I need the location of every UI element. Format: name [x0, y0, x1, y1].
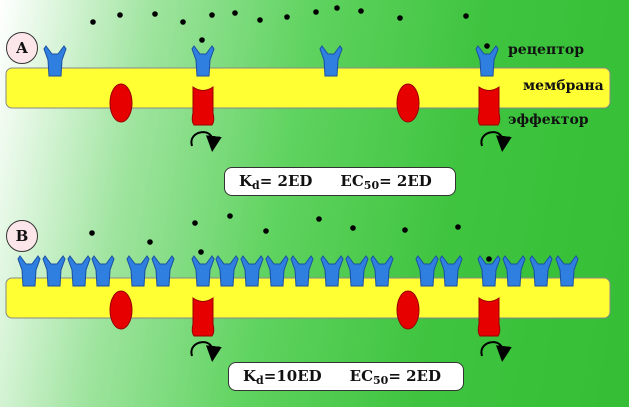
ligand-dot [257, 17, 263, 23]
ligand-dot [350, 225, 356, 231]
receptor [43, 45, 67, 77]
receptor [502, 255, 526, 287]
receptor [320, 255, 344, 287]
ligand-dot [316, 216, 322, 222]
ec50-term-b: EC50= 2ED [349, 366, 441, 387]
ligand-dot [358, 8, 364, 14]
receptor [151, 255, 175, 287]
signal-arrows [190, 131, 512, 362]
receptor [345, 255, 369, 287]
membranes [5, 67, 611, 319]
effector-label: эффектор [508, 112, 589, 128]
receptor [126, 255, 150, 287]
signal-arrow [190, 341, 222, 362]
receptors [17, 45, 579, 287]
ligand-dot [455, 224, 461, 230]
receptor [17, 255, 41, 287]
effectors [109, 83, 501, 337]
ligand-dot [90, 19, 96, 25]
receptor [290, 255, 314, 287]
effector [109, 290, 133, 330]
ligand-dot [263, 228, 269, 234]
signal-arrow [480, 131, 512, 152]
effector [396, 83, 420, 123]
receptor [477, 255, 501, 287]
ligand-dot [198, 249, 204, 255]
receptor [415, 255, 439, 287]
receptor [370, 255, 394, 287]
kd-term-b: Kd=10ED [243, 366, 322, 387]
ligand-dot [486, 256, 492, 262]
ligand-dot [402, 227, 408, 233]
ligand-dot [397, 15, 403, 21]
receptor [439, 255, 463, 287]
receptor [265, 255, 289, 287]
signal-arrow [190, 131, 222, 152]
kd-term-a: Kd= 2ED [239, 171, 313, 192]
panel-label-b: В [6, 220, 38, 252]
ligand-dot [484, 43, 490, 49]
formula-box-b: Kd=10ED EC50= 2ED [228, 362, 464, 391]
receptor [555, 255, 579, 287]
receptor [475, 45, 499, 77]
active-effector [477, 86, 501, 126]
ligand-dot [192, 220, 198, 226]
ligand-dot [199, 37, 205, 43]
active-effector [191, 297, 215, 337]
receptor [240, 255, 264, 287]
receptor-label: рецептор [508, 42, 584, 58]
receptor [91, 255, 115, 287]
active-effector [477, 297, 501, 337]
receptor [529, 255, 553, 287]
receptor [42, 255, 66, 287]
receptor [191, 45, 215, 77]
ligand-dot [227, 213, 233, 219]
ligand-dot [284, 14, 290, 20]
active-effector [191, 86, 215, 126]
receptor [67, 255, 91, 287]
effector [109, 83, 133, 123]
membrane-a [5, 67, 611, 109]
ligand-molecules [89, 5, 492, 262]
ligand-dot [152, 11, 158, 17]
effector [396, 290, 420, 330]
ligand-dot [117, 12, 123, 18]
ligand-dot [209, 12, 215, 18]
signal-arrow [480, 341, 512, 362]
ligand-dot [232, 10, 238, 16]
receptor [215, 255, 239, 287]
membrane-label: мембрана [523, 78, 604, 94]
ligand-dot [463, 13, 469, 19]
ligand-dot [89, 230, 95, 236]
ligand-dot [334, 5, 340, 11]
ligand-dot [180, 19, 186, 25]
formula-box-a: Kd= 2ED EC50= 2ED [224, 167, 456, 196]
receptor [191, 255, 215, 287]
ligand-dot [313, 9, 319, 15]
ligand-dot [147, 239, 153, 245]
panel-label-a: А [6, 32, 38, 64]
ec50-term-a: EC50= 2ED [340, 171, 432, 192]
receptor [319, 45, 343, 77]
